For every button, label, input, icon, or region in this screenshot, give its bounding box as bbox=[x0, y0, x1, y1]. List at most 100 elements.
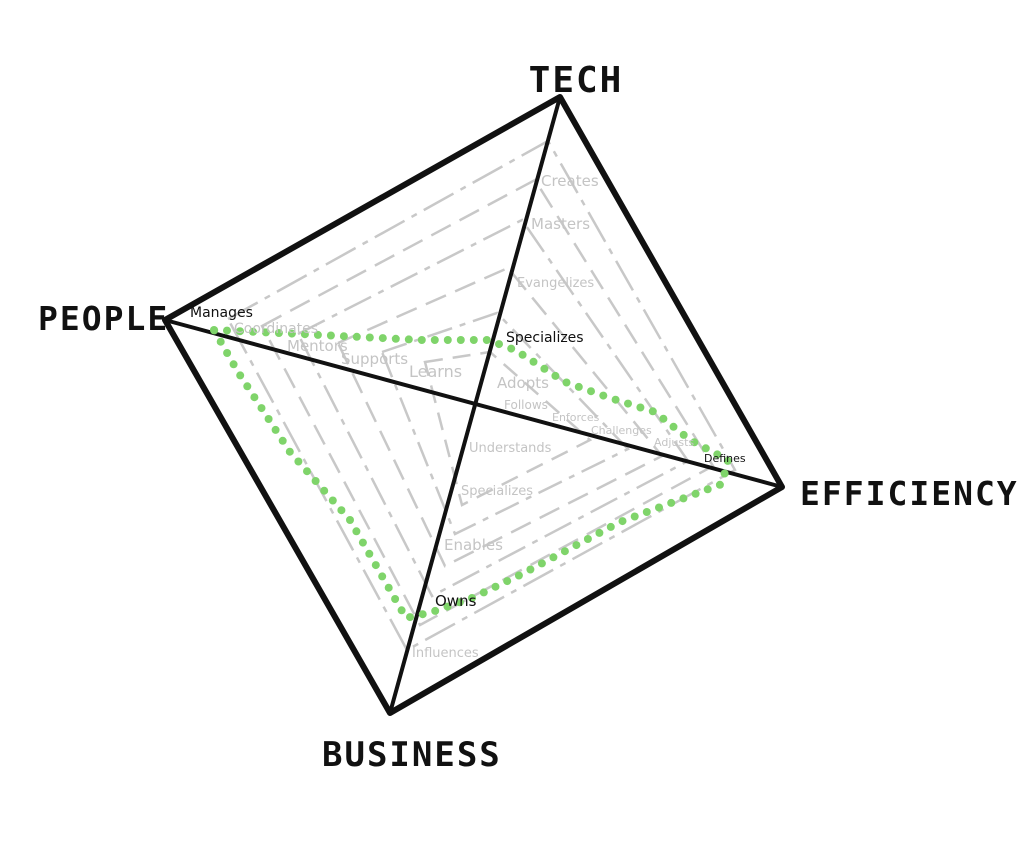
profile-dot bbox=[560, 547, 569, 556]
profile-dot bbox=[328, 496, 337, 505]
profile-dot bbox=[358, 538, 367, 547]
profile-dot bbox=[574, 382, 583, 391]
profile-dot bbox=[406, 613, 414, 622]
profile-dot bbox=[352, 527, 361, 536]
profile-dot bbox=[250, 393, 259, 402]
profile-dot bbox=[417, 336, 426, 344]
profile-dot bbox=[562, 378, 571, 387]
profile-dot bbox=[285, 447, 294, 456]
profile-outline bbox=[210, 326, 732, 622]
profile-dot bbox=[587, 387, 595, 396]
profile-dot bbox=[618, 517, 627, 526]
profile-dot bbox=[713, 450, 722, 459]
people-level-label: Coordinates bbox=[234, 321, 318, 337]
profile-dot bbox=[456, 336, 465, 344]
profile-dot bbox=[551, 371, 560, 380]
people-efficiency-axis bbox=[163, 318, 784, 489]
profile-dot bbox=[720, 469, 729, 478]
profile-dot bbox=[346, 516, 354, 524]
profile-dot bbox=[655, 503, 663, 512]
profile-dot bbox=[261, 328, 270, 337]
profile-dot bbox=[378, 572, 387, 581]
profile-dot bbox=[482, 336, 491, 344]
profile-dot bbox=[365, 333, 374, 342]
people-level-label: Supports bbox=[341, 350, 408, 368]
profile-dot bbox=[514, 571, 523, 580]
profile-dot bbox=[669, 422, 678, 431]
profile-dot bbox=[455, 598, 464, 607]
profile-dot bbox=[418, 610, 427, 619]
tech-level-label: Masters bbox=[531, 215, 590, 233]
profile-dot bbox=[507, 344, 516, 353]
level-rings bbox=[226, 139, 737, 652]
profile-dot bbox=[216, 337, 225, 346]
efficiency-level-label-highlighted: Defines bbox=[704, 452, 746, 465]
profile-dot bbox=[583, 535, 592, 543]
profile-dot bbox=[595, 528, 604, 537]
profile-dot bbox=[229, 360, 238, 369]
profile-dot bbox=[223, 349, 232, 357]
profile-dot bbox=[443, 602, 452, 611]
profile-dot bbox=[690, 438, 699, 447]
profile-dot bbox=[715, 480, 724, 489]
profile-dot bbox=[431, 606, 440, 615]
profile-dot bbox=[249, 327, 257, 336]
profile-dot bbox=[703, 485, 712, 494]
diagram-axes bbox=[163, 95, 784, 715]
business-level-label: Understands bbox=[469, 441, 552, 456]
tech-level-label-highlighted: Specializes bbox=[506, 330, 584, 346]
profile-dot bbox=[479, 588, 488, 597]
profile-dot bbox=[723, 456, 732, 465]
tech-level-label: Evangelizes bbox=[517, 276, 594, 291]
profile-dot bbox=[326, 331, 335, 340]
profile-dot bbox=[294, 457, 303, 466]
people-level-label: Mentors bbox=[287, 337, 348, 355]
profile-dot bbox=[337, 506, 346, 515]
profile-dot bbox=[659, 414, 668, 423]
profile-dot bbox=[339, 332, 348, 341]
profile-dot bbox=[210, 326, 219, 335]
business-level-label: Specializes bbox=[461, 484, 533, 499]
profile-dot bbox=[397, 606, 406, 615]
level-ring bbox=[423, 350, 593, 507]
profile-dot bbox=[243, 382, 252, 391]
tech-level-label: Follows bbox=[504, 398, 548, 412]
profile-dot bbox=[271, 425, 280, 434]
profile-dot bbox=[311, 477, 320, 485]
profile-dot bbox=[491, 582, 500, 591]
profile-dot bbox=[274, 329, 283, 337]
tech-level-label: Adopts bbox=[497, 374, 549, 392]
profile-dot bbox=[257, 404, 266, 413]
profile-dot bbox=[549, 553, 558, 562]
profile-dot bbox=[630, 512, 639, 521]
level-ring bbox=[260, 178, 715, 627]
profile-dot bbox=[537, 559, 546, 568]
profile-dot bbox=[303, 467, 311, 476]
profile-dot bbox=[287, 329, 296, 338]
business-level-label: Influences bbox=[412, 646, 479, 661]
profile-dot bbox=[468, 594, 476, 602]
profile-dot bbox=[320, 486, 329, 495]
profile-dot bbox=[599, 391, 608, 400]
profile-dot bbox=[236, 371, 245, 380]
business-level-label: Enables bbox=[444, 536, 503, 554]
efficiency-level-label: Challenges bbox=[591, 424, 652, 437]
profile-dot bbox=[529, 357, 538, 366]
profile-dot bbox=[223, 326, 231, 335]
profile-dot bbox=[503, 577, 512, 586]
profile-dot bbox=[300, 330, 309, 339]
profile-dot bbox=[278, 436, 287, 445]
profile-dot bbox=[572, 541, 581, 550]
profile-dot bbox=[701, 444, 710, 453]
profile-dot bbox=[679, 494, 688, 503]
profile-dot bbox=[371, 561, 380, 570]
profile-dot bbox=[679, 430, 688, 439]
profile-dot bbox=[495, 340, 503, 349]
profile-dot bbox=[611, 395, 620, 404]
profile-dot bbox=[648, 407, 657, 416]
profile-dot bbox=[526, 565, 535, 574]
profile-dot bbox=[378, 334, 387, 343]
people-level-label: Learns bbox=[409, 362, 462, 381]
profile-dot bbox=[443, 336, 452, 344]
